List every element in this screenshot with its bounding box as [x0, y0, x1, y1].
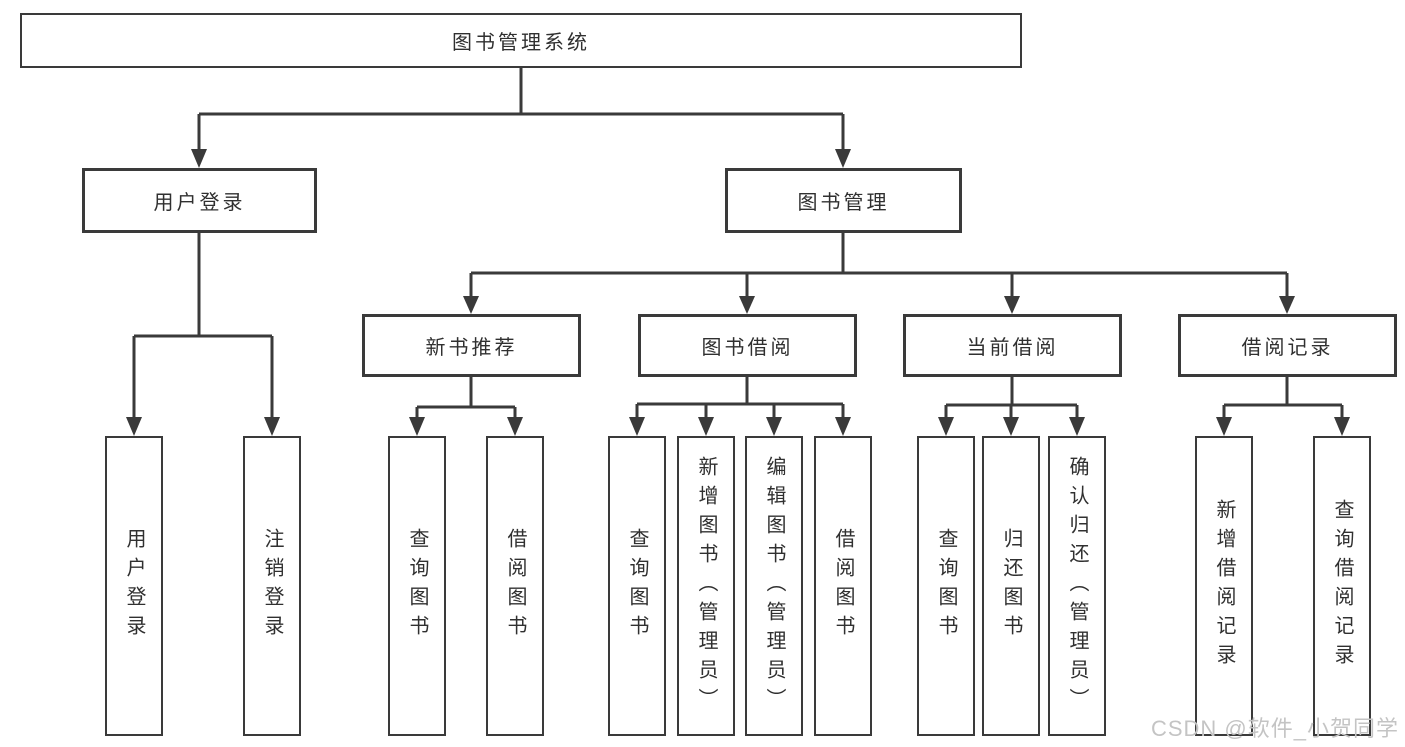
arrow-head-icon	[1004, 296, 1020, 314]
arrow-head-icon	[409, 417, 425, 436]
arrow-head-icon	[698, 417, 714, 436]
arrow-head-icon	[1279, 296, 1295, 314]
leaf-return-book: 归还图书	[982, 436, 1040, 736]
leaf-add-book-admin: 新增图书（管理员）	[677, 436, 735, 736]
leaf-query-book-current: 查询图书	[917, 436, 975, 736]
arrow-head-icon	[463, 296, 479, 314]
leaf-query-book-recommend: 查询图书	[388, 436, 446, 736]
leaf-edit-book-admin: 编辑图书（管理员）	[745, 436, 803, 736]
connector-line	[469, 233, 1289, 297]
arrow-head-icon	[507, 417, 523, 436]
arrow-head-icon	[835, 417, 851, 436]
leaf-user-login: 用户登录	[105, 436, 163, 736]
leaf-query-borrow-record: 查询借阅记录	[1313, 436, 1371, 736]
arrow-head-icon	[835, 149, 851, 168]
leaf-borrow-book: 借阅图书	[814, 436, 872, 736]
leaf-confirm-return-admin: 确认归还（管理员）	[1048, 436, 1106, 736]
connector-borrow-records-to-leaves	[1216, 377, 1350, 436]
leaf-logout: 注销登录	[243, 436, 301, 736]
arrow-head-icon	[1003, 417, 1019, 436]
leaf-add-borrow-record: 新增借阅记录	[1195, 436, 1253, 736]
arrow-head-icon	[739, 296, 755, 314]
arrow-head-icon	[126, 417, 142, 436]
node-current-borrowing: 当前借阅	[903, 314, 1122, 377]
arrow-head-icon	[1334, 417, 1350, 436]
leaf-borrow-book-recommend: 借阅图书	[486, 436, 544, 736]
connector-user-login-to-leaves	[126, 233, 280, 436]
connector-current-borrow-to-leaves	[938, 377, 1085, 436]
csdn-watermark: CSDN @软件_小贺同学	[1150, 716, 1399, 741]
arrow-head-icon	[1216, 417, 1232, 436]
connector-root-to-level2	[191, 67, 851, 168]
arrow-head-icon	[264, 417, 280, 436]
node-new-book-recommend: 新书推荐	[362, 314, 581, 377]
connector-line	[415, 377, 517, 418]
connector-line	[944, 377, 1079, 418]
node-book-borrowing: 图书借阅	[638, 314, 857, 377]
connector-line	[197, 67, 845, 151]
node-borrow-records: 借阅记录	[1178, 314, 1397, 377]
connector-line	[1222, 377, 1344, 418]
arrow-head-icon	[766, 417, 782, 436]
connector-line	[635, 377, 845, 418]
arrow-head-icon	[191, 149, 207, 168]
arrow-head-icon	[629, 417, 645, 436]
arrow-head-icon	[938, 417, 954, 436]
node-root-system: 图书管理系统	[20, 13, 1022, 68]
connector-book-mgmt-to-level3	[463, 233, 1295, 314]
node-book-management: 图书管理	[725, 168, 962, 233]
arrow-head-icon	[1069, 417, 1085, 436]
leaf-query-book-borrowing: 查询图书	[608, 436, 666, 736]
connector-line	[132, 233, 274, 418]
connector-new-book-rec-to-leaves	[409, 377, 523, 436]
node-user-login: 用户登录	[82, 168, 317, 233]
connector-book-borrow-to-leaves	[629, 377, 851, 436]
